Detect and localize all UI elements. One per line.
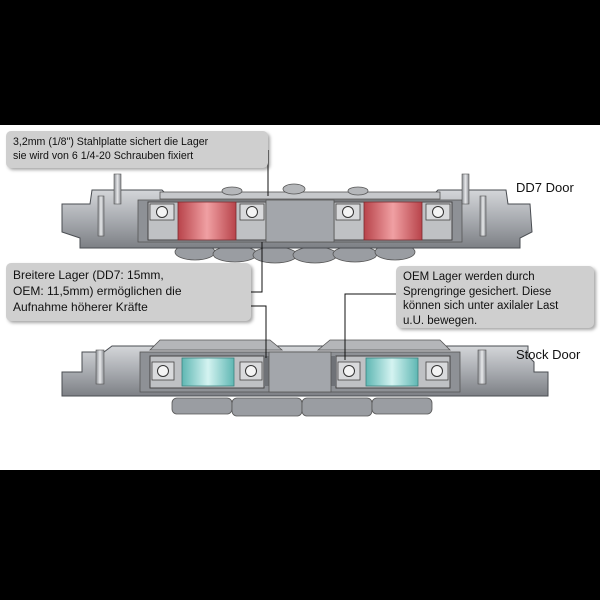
dd7-plate-bolt-icon: [347, 186, 369, 196]
steel-plate-callout-line: 3,2mm (1/8") Stahlplatte sichert die Lag…: [13, 136, 209, 148]
stock-left-bearing: [149, 355, 269, 389]
dd7-lower-lobes: [174, 243, 416, 264]
oem-circlip-callout-line: OEM Lager werden durch: [403, 271, 535, 283]
leader-lines: [238, 150, 396, 360]
dd7-plate-bolt-icon: [221, 186, 243, 196]
stock-door-label: Stock Door: [516, 347, 581, 362]
dd7-dowel-pins: [97, 173, 487, 237]
oem-circlip-callout-line: Sprengringe gesichert. Diese: [403, 285, 552, 298]
stock-right-bearing: [331, 355, 451, 389]
dd7-door-assembly: [61, 173, 533, 264]
dd7-plate-bolt-icon: [282, 183, 306, 195]
bearing-width-callout-line: Aufnahme höherer Kräfte: [13, 300, 148, 314]
dd7-right-bearing: [333, 201, 453, 241]
dd7-center-web: [265, 199, 335, 243]
stock-center-web: [268, 351, 332, 393]
stock-left-hub: [149, 339, 284, 351]
stock-dowel-pins: [95, 349, 487, 385]
oem-circlip-callout-line: können sich unter axilaler Last: [403, 300, 559, 312]
stock-right-hub: [316, 339, 451, 351]
oem-circlip-callout-line: u.U. bewegen.: [403, 314, 478, 327]
oem-circlip-callout: OEM Lager werden durch Sprengringe gesic…: [396, 266, 594, 328]
steel-plate-callout: 3,2mm (1/8") Stahlplatte sichert die Lag…: [6, 131, 268, 168]
stock-door-assembly: [61, 339, 549, 417]
bearing-width-callout: Breitere Lager (DD7: 15mm, OEM: 11,5mm) …: [6, 263, 251, 321]
bearing-width-callout-line: Breitere Lager (DD7: 15mm,: [13, 268, 164, 282]
stock-lower-lobes: [171, 397, 433, 417]
dd7-left-bearing: [147, 201, 267, 241]
bearing-width-callout-line: OEM: 11,5mm) ermöglichen die: [13, 284, 182, 298]
dd7-door-label: DD7 Door: [516, 180, 574, 195]
steel-plate-callout-line: sie wird von 6 1/4-20 Schrauben fixiert: [13, 150, 194, 162]
